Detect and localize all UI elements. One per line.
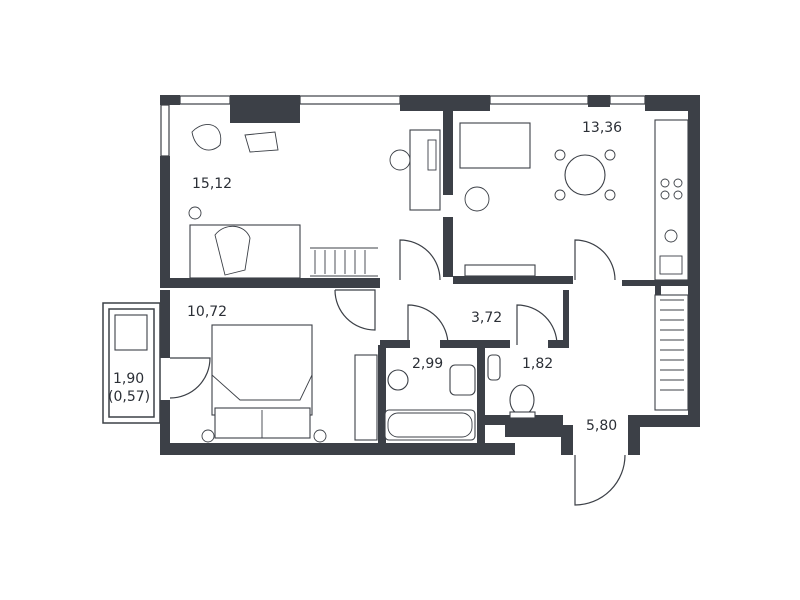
kitchen-furniture [459, 119, 689, 281]
room-area-kitchen: 13,36 [582, 120, 623, 136]
walls [160, 95, 700, 455]
room-area-toilet: 1,82 [522, 356, 554, 372]
living-furniture [114, 314, 378, 443]
balcony-reduced-area: (0,57) [108, 389, 151, 405]
room-area-living: 10,72 [187, 304, 228, 320]
windows [160, 95, 646, 157]
room-area-hall: 5,80 [586, 418, 618, 434]
doors [169, 239, 626, 506]
balcony [102, 302, 161, 424]
bathroom-fixtures [384, 354, 536, 441]
balcony-area: 1,90 [113, 371, 145, 387]
room-area-corridor: 3,72 [471, 310, 503, 326]
bedroom-furniture [188, 123, 441, 279]
room-area-bedroom: 15,12 [192, 176, 233, 192]
room-area-bathroom: 2,99 [412, 356, 444, 372]
hall-furniture [654, 294, 689, 411]
